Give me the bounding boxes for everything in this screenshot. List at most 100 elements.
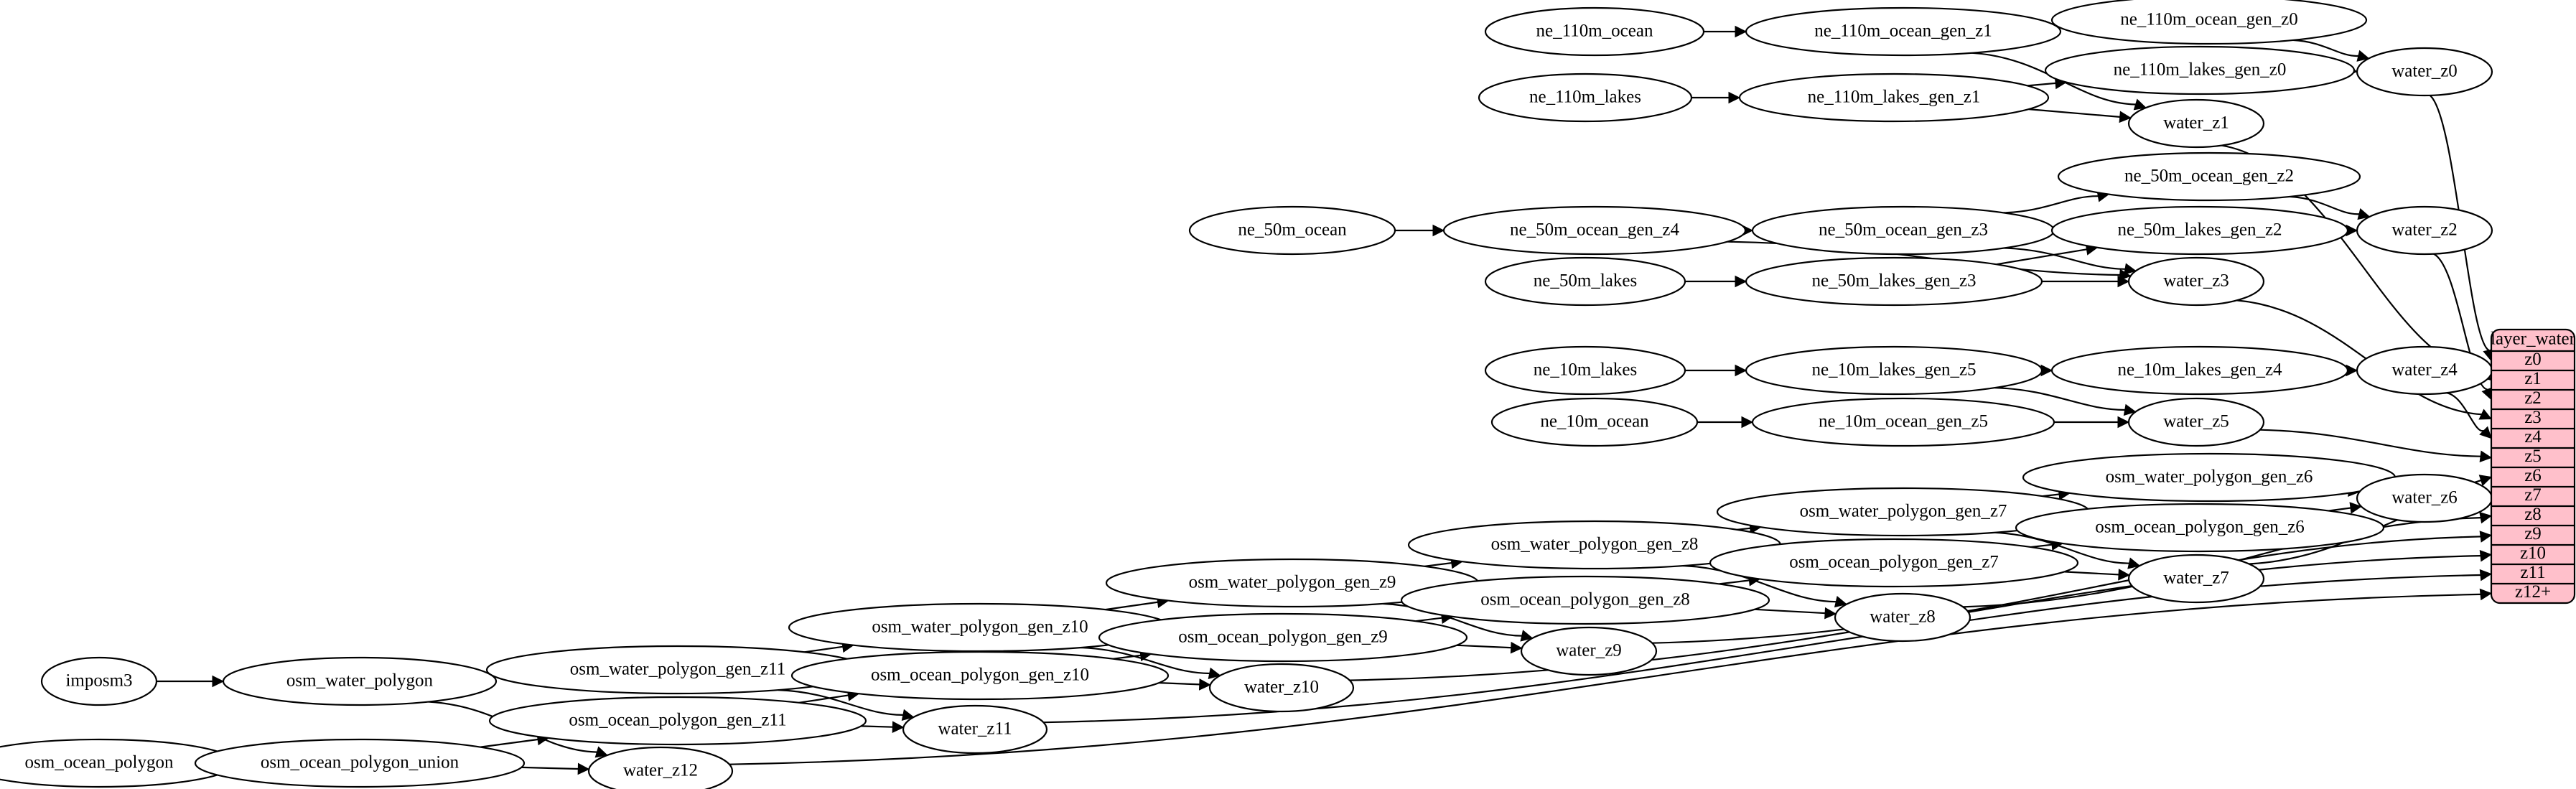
node-water_z1[interactable]: water_z1 [2127, 98, 2265, 149]
node-ne_50m_lakes_gen_z2[interactable]: ne_50m_lakes_gen_z2 [2050, 205, 2349, 256]
node-osm_water_polygon[interactable]: osm_water_polygon [222, 656, 498, 706]
node-ne_50m_ocean_gen_z2[interactable]: ne_50m_ocean_gen_z2 [2057, 151, 2361, 202]
edge-arrowhead [901, 709, 915, 721]
node-shape [194, 738, 526, 788]
edge-ne_50m_lakes_gen_z3-to-ne_50m_lakes_gen_z2 [1996, 248, 2087, 266]
node-imposm3[interactable]: imposm3 [40, 656, 158, 706]
node-label-osm_water_polygon_gen_z7: osm_water_polygon_gen_z7 [1800, 502, 2007, 521]
node-osm_water_polygon_gen_z11[interactable]: osm_water_polygon_gen_z11 [485, 645, 870, 695]
node-osm_ocean_polygon_gen_z11[interactable]: osm_ocean_polygon_gen_z11 [488, 696, 867, 746]
node-osm_water_polygon_gen_z7[interactable]: osm_water_polygon_gen_z7 [1716, 487, 2091, 537]
edge-osm_ocean_polygon_gen_z10-to-osm_ocean_polygon_gen_z9 [1113, 654, 1141, 660]
node-label-ne_10m_lakes_gen_z5: ne_10m_lakes_gen_z5 [1811, 360, 1976, 380]
layer-row-z5: z5 [2524, 447, 2542, 466]
node-shape [1738, 73, 2050, 123]
edge-ne_110m_lakes_gen_z1-to-ne_110m_lakes_gen_z0 [2027, 82, 2056, 87]
node-water_z10[interactable]: water_z10 [1208, 663, 1355, 713]
node-osm_water_polygon_gen_z10[interactable]: osm_water_polygon_gen_z10 [788, 602, 1172, 653]
node-osm_ocean_polygon_gen_z8[interactable]: osm_ocean_polygon_gen_z8 [1400, 575, 1770, 625]
node-shape [2127, 397, 2265, 447]
node-shape [2127, 256, 2265, 307]
node-label-ne_50m_ocean_gen_z3: ne_50m_ocean_gen_z3 [1819, 220, 1988, 240]
node-osm_ocean_polygon[interactable]: osm_ocean_polygon [0, 738, 237, 788]
node-label-water_z4: water_z4 [2391, 360, 2458, 380]
node-osm_ocean_polygon_gen_z9[interactable]: osm_ocean_polygon_gen_z9 [1098, 612, 1468, 663]
node-osm_ocean_polygon_union[interactable]: osm_ocean_polygon_union [194, 738, 526, 788]
node-shape [1745, 6, 2062, 57]
node-water_z0[interactable]: water_z0 [2356, 47, 2493, 97]
layer-row-z6: z6 [2524, 466, 2542, 485]
node-ne_50m_lakes[interactable]: ne_50m_lakes [1484, 256, 1686, 307]
layer-water-box [2490, 328, 2576, 604]
node-label-ne_50m_ocean: ne_50m_ocean [1238, 220, 1347, 240]
edge-arrowhead [2479, 531, 2493, 543]
node-shape [2127, 554, 2265, 604]
node-ne_10m_ocean_gen_z5[interactable]: ne_10m_ocean_gen_z5 [1751, 397, 2055, 447]
node-shape [2050, 205, 2349, 256]
node-ne_10m_ocean[interactable]: ne_10m_ocean [1490, 397, 1699, 447]
node-ne_110m_lakes[interactable]: ne_110m_lakes [1478, 73, 1693, 123]
edge-arrowhead [2133, 98, 2147, 111]
node-ne_10m_lakes_gen_z4[interactable]: ne_10m_lakes_gen_z4 [2050, 345, 2349, 396]
node-water_z9[interactable]: water_z9 [1520, 626, 1658, 676]
node-ne_110m_ocean[interactable]: ne_110m_ocean [1484, 6, 1705, 57]
node-label-water_z8: water_z8 [1870, 607, 1936, 627]
node-ne_50m_ocean_gen_z4[interactable]: ne_50m_ocean_gen_z4 [1442, 205, 1747, 256]
node-ne_50m_lakes_gen_z3[interactable]: ne_50m_lakes_gen_z3 [1745, 256, 2043, 307]
node-label-ne_10m_lakes_gen_z4: ne_10m_lakes_gen_z4 [2117, 360, 2282, 380]
node-water_z3[interactable]: water_z3 [2127, 256, 2265, 307]
edge-arrowhead [2117, 416, 2130, 429]
node-shape [790, 650, 1170, 701]
node-ne_110m_lakes_gen_z1[interactable]: ne_110m_lakes_gen_z1 [1738, 73, 2050, 123]
node-label-water_z1: water_z1 [2163, 113, 2229, 133]
node-label-ne_50m_lakes_gen_z2: ne_50m_lakes_gen_z2 [2117, 220, 2282, 240]
edge-arrowhead [577, 762, 590, 775]
edge-arrowhead [2349, 502, 2363, 514]
edge-osm_ocean_polygon_gen_z11-to-osm_ocean_polygon_gen_z10 [798, 694, 849, 704]
edge-ne_10m_lakes_gen_z5-to-water_z5 [1994, 387, 2125, 411]
node-water_z8[interactable]: water_z8 [1834, 592, 1971, 643]
edge-arrowhead [1735, 25, 1747, 38]
node-water_z12[interactable]: water_z12 [587, 746, 734, 789]
node-shape [222, 656, 498, 706]
edge-osm_ocean_polygon_union-to-water_z12 [521, 766, 579, 770]
edge-arrowhead [2479, 569, 2493, 582]
node-ne_50m_ocean[interactable]: ne_50m_ocean [1188, 205, 1396, 256]
edge-arrowhead [2478, 408, 2493, 420]
edge-osm_water_polygon_gen_z10-to-water_z10 [1081, 646, 1210, 675]
node-osm_water_polygon_gen_z6[interactable]: osm_water_polygon_gen_z6 [2022, 452, 2397, 503]
node-water_z5[interactable]: water_z5 [2127, 397, 2265, 447]
node-water_z7[interactable]: water_z7 [2127, 554, 2265, 604]
edge-water_z5-to-layer_water_z5 [2259, 429, 2481, 457]
edge-arrowhead [1741, 416, 1754, 429]
edge-arrowhead [2124, 263, 2137, 275]
node-osm_ocean_polygon_gen_z6[interactable]: osm_ocean_polygon_gen_z6 [2015, 503, 2385, 553]
node-water_z2[interactable]: water_z2 [2356, 205, 2493, 256]
node-shape [2044, 45, 2356, 95]
node-shape [2356, 47, 2493, 97]
edge-arrowhead [2117, 275, 2130, 288]
node-ne_110m_ocean_gen_z0[interactable]: ne_110m_ocean_gen_z0 [2050, 0, 2368, 45]
node-ne_110m_ocean_gen_z1[interactable]: ne_110m_ocean_gen_z1 [1745, 6, 2062, 57]
node-water_z11[interactable]: water_z11 [902, 704, 1048, 755]
edge-osm_ocean_polygon_gen_z10-to-water_z10 [1159, 682, 1200, 686]
node-ne_10m_lakes_gen_z5[interactable]: ne_10m_lakes_gen_z5 [1745, 345, 2043, 396]
edge-osm_water_polygon_gen_z11-to-osm_water_polygon_gen_z10 [804, 645, 843, 653]
edge-arrowhead [212, 675, 225, 688]
edge-arrowhead [1834, 595, 1847, 608]
node-ne_10m_lakes[interactable]: ne_10m_lakes [1484, 345, 1686, 396]
node-osm_ocean_polygon_gen_z10[interactable]: osm_ocean_polygon_gen_z10 [790, 650, 1170, 701]
node-ne_110m_lakes_gen_z0[interactable]: ne_110m_lakes_gen_z0 [2044, 45, 2356, 95]
node-osm_water_polygon_gen_z9[interactable]: osm_water_polygon_gen_z9 [1105, 558, 1480, 608]
node-water_z4[interactable]: water_z4 [2356, 345, 2493, 396]
layer-water-table[interactable]: layer_waterz0z1z2z3z4z5z6z7z8z9z10z11z12… [2490, 328, 2576, 604]
edge-arrowhead [1432, 224, 1445, 237]
node-ne_50m_ocean_gen_z3[interactable]: ne_50m_ocean_gen_z3 [1751, 205, 2055, 256]
node-water_z6[interactable]: water_z6 [2356, 473, 2493, 523]
node-label-water_z12: water_z12 [623, 761, 698, 780]
node-label-water_z11: water_z11 [938, 719, 1012, 739]
edge-osm_water_polygon_gen_z9-to-osm_water_polygon_gen_z8 [1424, 562, 1452, 567]
node-osm_ocean_polygon_gen_z7[interactable]: osm_ocean_polygon_gen_z7 [1709, 538, 2079, 588]
node-label-imposm3: imposm3 [65, 671, 132, 691]
